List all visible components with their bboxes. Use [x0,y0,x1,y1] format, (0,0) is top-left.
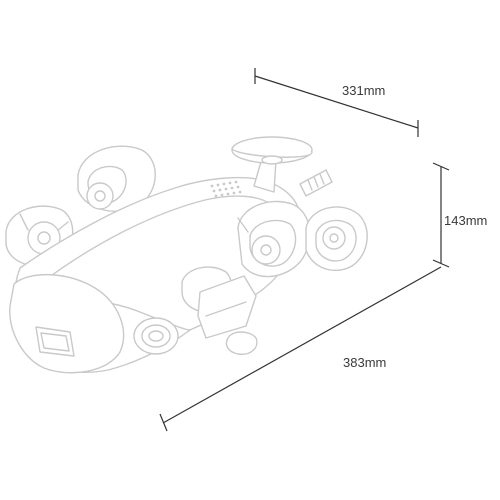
drone-illustration [5,136,368,374]
far-right-thruster [305,206,368,271]
front-face [9,274,125,374]
length-dimension-line [159,266,442,432]
hull-ridge [39,195,271,285]
front-screen [35,326,75,357]
tether-connector [299,169,333,197]
height-dimension-line [432,162,450,268]
bottom-skid [225,331,258,355]
dimension-lines [159,68,450,432]
length-label: 383mm [343,355,387,370]
right-thruster [237,200,311,278]
height-label: 143mm [444,213,488,228]
vent-grille [210,180,242,198]
rear-left-thruster [77,145,156,213]
antenna-mast [231,136,313,193]
width-dimension-line [254,68,419,137]
width-label: 331mm [342,83,386,98]
front-lamp [133,317,179,355]
center-thruster [181,266,257,339]
